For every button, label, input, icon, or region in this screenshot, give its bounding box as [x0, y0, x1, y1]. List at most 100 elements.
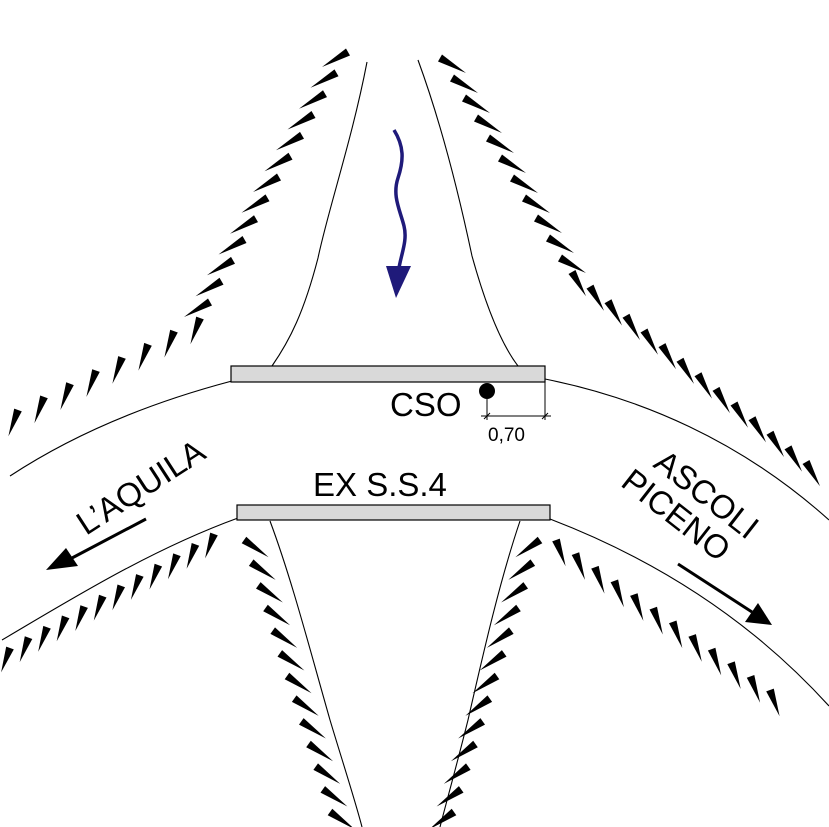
slope-hachure-mark	[571, 552, 585, 580]
slope-hachure-mark	[707, 647, 722, 676]
slope-hachure-mark	[56, 615, 70, 642]
slope-hachure-mark	[270, 627, 298, 648]
channel-edge-upper-left	[271, 61, 368, 367]
slope-hachure-valley-left	[241, 536, 353, 827]
slope-hachure-mark	[263, 604, 291, 626]
slope-hachure-mark	[766, 430, 784, 457]
slope-hachure-mark	[299, 90, 327, 109]
slope-hachure-mark	[168, 553, 181, 580]
slope-hachure-mark	[75, 605, 88, 631]
slope-hachure-mark	[19, 636, 33, 663]
slope-hachure-mark	[610, 579, 624, 608]
slope-hachure-mark	[8, 408, 22, 437]
slope-hachure-mark	[190, 316, 204, 345]
arrow-left-icon	[46, 517, 147, 570]
slope-hachure-mark	[93, 594, 107, 621]
slope-hachure-mark	[130, 574, 144, 600]
slope-hachure-mark	[112, 356, 126, 384]
slope-hachure-mark	[604, 299, 622, 326]
slope-hachure-mark	[493, 604, 521, 626]
slope-hachure-mark	[248, 559, 276, 580]
bridge-deck-upper	[230, 365, 546, 383]
slope-hachure-mark	[60, 382, 74, 410]
channel-edge-upper-right	[417, 59, 519, 367]
slope-hachure-mark	[1, 646, 14, 673]
slope-hachure-mark	[694, 372, 712, 399]
slope-hachure-mark	[784, 445, 802, 472]
west-direction: L’AQUILA	[70, 432, 212, 542]
slope-hachure-mark	[515, 536, 543, 558]
slope-hachure-mark	[218, 236, 247, 255]
flow-direction-arrow-icon	[386, 129, 411, 298]
slope-hachure-mark	[498, 154, 526, 173]
slope-hachure-mark	[474, 114, 502, 133]
slope-hachure-mark	[138, 342, 152, 371]
slope-hachure-mark	[802, 460, 820, 487]
slope-hachure-mark	[320, 786, 348, 807]
slope-hachure-mark	[766, 688, 780, 717]
slope-hachure-mark	[299, 718, 326, 739]
slope-hachure-mark	[86, 369, 100, 397]
slope-hachure-mark	[462, 94, 490, 113]
slope-hachure-bottom-right	[552, 538, 780, 717]
slope-hachure-mark	[436, 786, 464, 807]
slope-hachure-mark	[630, 593, 644, 621]
slope-hachure-bottom-left	[1, 532, 218, 673]
slope-hachure-mark	[306, 740, 334, 762]
slope-hachure-mark	[313, 763, 341, 784]
slope-hachure-mark	[450, 740, 478, 762]
slope-hachure-mark	[230, 215, 258, 234]
slope-hachure-mark	[241, 194, 270, 213]
offset-label: 0,70	[488, 425, 525, 446]
slope-hachure-mark	[479, 650, 507, 671]
slope-hachure-mark	[241, 536, 269, 558]
edge-lines	[1, 59, 829, 827]
slope-hachure-mark	[658, 343, 676, 370]
slope-hachure-mark	[149, 563, 163, 590]
slope-hachure-mark	[186, 543, 200, 569]
east-direction: ASCOLI PICENO	[615, 442, 766, 568]
road-edge-upper-left	[9, 380, 233, 477]
cso-point-icon	[479, 383, 495, 399]
slope-hachure-mark	[727, 661, 741, 689]
slope-hachure-mark	[450, 74, 478, 93]
slope-hachures	[1, 48, 820, 827]
slope-hachure-mark	[38, 625, 51, 652]
slope-hachure-mark	[534, 214, 562, 233]
slope-hachure-mark	[431, 808, 457, 827]
slope-hachure-mark	[486, 627, 514, 648]
slope-hachure-mark	[195, 277, 224, 297]
slope-hachure-mark	[184, 298, 212, 317]
slope-hachure-mark	[591, 565, 605, 594]
slope-hachure-mark	[640, 328, 658, 355]
slope-hachure-top-right	[438, 54, 820, 487]
cso-label: CSO	[390, 386, 462, 423]
slope-hachure-mark	[284, 672, 312, 694]
slope-hachure-mark	[253, 173, 281, 192]
slope-hachure-mark	[472, 672, 500, 694]
slope-hachure-mark	[207, 256, 235, 276]
slope-hachure-mark	[712, 386, 730, 414]
slope-hachure-mark	[322, 48, 350, 67]
slope-hachure-mark	[558, 254, 586, 273]
slope-hachure-mark	[291, 695, 319, 716]
slope-hachure-mark	[486, 134, 514, 153]
slope-hachure-mark	[327, 808, 353, 827]
west-label: L’AQUILA	[70, 432, 212, 542]
slope-hachure-mark	[256, 582, 283, 603]
slope-hachure-mark	[669, 620, 683, 649]
slope-hachure-mark	[438, 54, 466, 73]
road-label: EX S.S.4	[313, 466, 447, 503]
slope-hachure-mark	[112, 584, 125, 611]
slope-hachure-mark	[746, 675, 761, 703]
slope-hachure-mark	[676, 357, 694, 384]
slope-hachure-mark	[552, 538, 566, 567]
slope-hachure-mark	[522, 194, 550, 213]
slope-hachure-mark	[688, 634, 702, 662]
bridge-deck-lower	[236, 504, 551, 521]
channel-edge-lower-right	[439, 520, 521, 827]
slope-hachure-mark	[264, 152, 293, 172]
slope-hachure-mark	[277, 650, 305, 671]
slope-hachure-mark	[501, 582, 528, 603]
